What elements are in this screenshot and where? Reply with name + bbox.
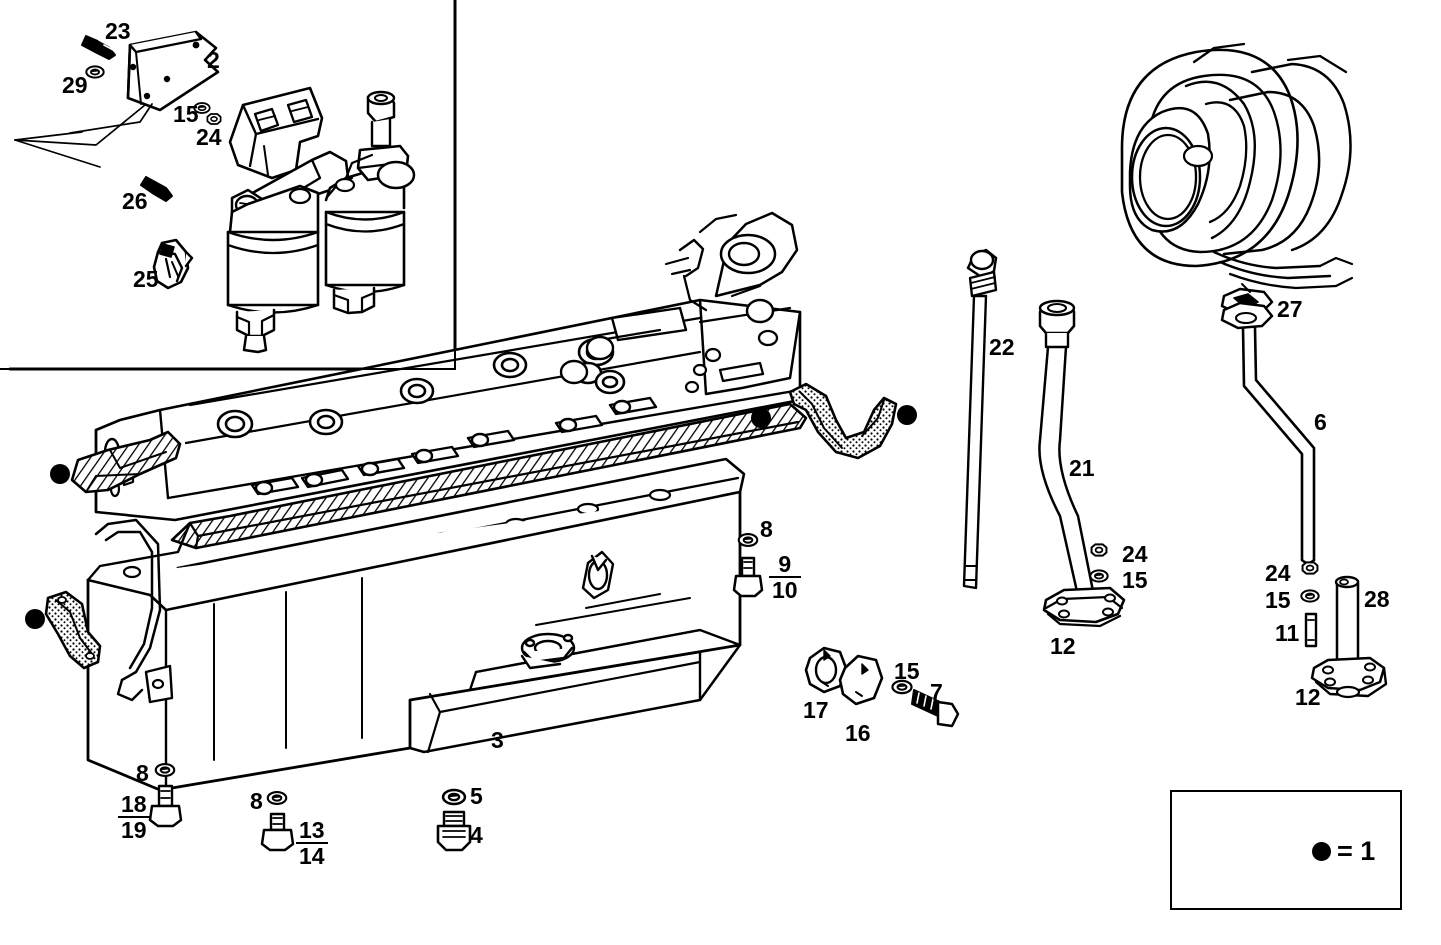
callout-2: 2 [207, 47, 220, 73]
dipstick-tube-21 [1038, 299, 1126, 628]
legend-equals-label: = 1 [1337, 836, 1376, 866]
legend-equals-one: = 1 [1312, 836, 1375, 867]
callout-8-pan-upper: 8 [760, 516, 773, 542]
callout-7: 7 [930, 679, 943, 705]
callout-8-center: 8 [250, 788, 263, 814]
callout-27: 27 [1277, 296, 1303, 322]
callout-15-cover: 15 [894, 658, 920, 684]
callout-24-tube: 24 [1265, 560, 1291, 586]
callout-9-over-10-denominator: 10 [769, 576, 801, 602]
pan-lift-bracket-left [94, 518, 162, 702]
callout-6: 6 [1314, 409, 1327, 435]
callout-16: 16 [845, 720, 871, 746]
callout-11: 11 [1275, 620, 1300, 646]
callout-9-over-10-numerator: 9 [778, 551, 792, 577]
washer-5 [441, 788, 467, 806]
rear-main-seal-gasket-upper [70, 430, 182, 494]
callout-15-upper: 15 [173, 101, 199, 127]
bolt-18-19 [148, 784, 183, 828]
oil-pan-sump [86, 457, 746, 792]
callout-5: 5 [470, 783, 483, 809]
callout-3: 3 [491, 727, 504, 753]
callout-18-over-19-denominator: 19 [118, 816, 150, 842]
legend-box [1170, 790, 1402, 910]
callout-22: 22 [989, 334, 1015, 360]
gasket-marker-dot [50, 464, 70, 484]
bolt-7 [911, 689, 960, 728]
callout-23: 23 [105, 18, 131, 44]
callout-12-tube: 12 [1295, 684, 1321, 710]
bolt-26 [140, 176, 173, 202]
callout-8-left: 8 [136, 760, 149, 786]
callout-4: 4 [470, 822, 483, 848]
oil-return-pipe-6 [1241, 326, 1316, 565]
engine-block [94, 211, 802, 522]
callout-15-tube: 15 [1265, 587, 1291, 613]
twin-fuel-filter-assembly [226, 86, 416, 354]
turbocharger [1120, 42, 1354, 290]
inset-frame-border [0, 0, 456, 370]
dowel-pin-11 [1304, 612, 1318, 648]
mounting-bracket-plate [14, 30, 220, 168]
gasket-marker-dot [751, 408, 771, 428]
callout-25: 25 [133, 266, 159, 292]
callout-29: 29 [62, 72, 88, 98]
oil-pan-gasket-main [170, 402, 808, 550]
callout-21: 21 [1069, 455, 1095, 481]
legend-dot-icon [1312, 842, 1331, 861]
washer-15-tube [1300, 589, 1320, 603]
washer-8-pan [737, 533, 759, 547]
callout-28: 28 [1364, 586, 1390, 612]
callout-13-over-14-denominator: 14 [296, 842, 328, 868]
bolt-13-14 [260, 812, 295, 852]
callout-15-dipstick: 15 [1122, 567, 1148, 593]
nut-24-dipstick [1090, 543, 1108, 557]
washer-8-left [154, 763, 176, 777]
gasket-marker-dot [897, 405, 917, 425]
gasket-27 [1220, 283, 1274, 330]
hose-clamp-25 [152, 238, 194, 290]
callout-17: 17 [803, 697, 829, 723]
cover-plate-16 [838, 654, 884, 706]
drain-plug-4 [436, 810, 472, 852]
callout-26: 26 [122, 188, 148, 214]
callout-18-over-19-numerator: 18 [121, 791, 147, 817]
callout-24-dipstick: 24 [1122, 541, 1148, 567]
front-seal-gasket-lower [44, 590, 102, 670]
callout-12-dipstick: 12 [1050, 633, 1076, 659]
washer-8-center [266, 791, 288, 805]
tube-28-assembly [1310, 575, 1388, 699]
callout-24-upper: 24 [196, 124, 222, 150]
washer-15-dipstick [1089, 569, 1109, 583]
dipstick-22 [962, 248, 998, 590]
bolt-9-10 [732, 556, 764, 598]
rear-seal-gasket-right [788, 382, 898, 460]
nut-24-tube [1301, 561, 1319, 575]
callout-13-over-14-numerator: 13 [299, 817, 325, 843]
bolt-23 [81, 35, 116, 60]
gasket-marker-dot [25, 609, 45, 629]
